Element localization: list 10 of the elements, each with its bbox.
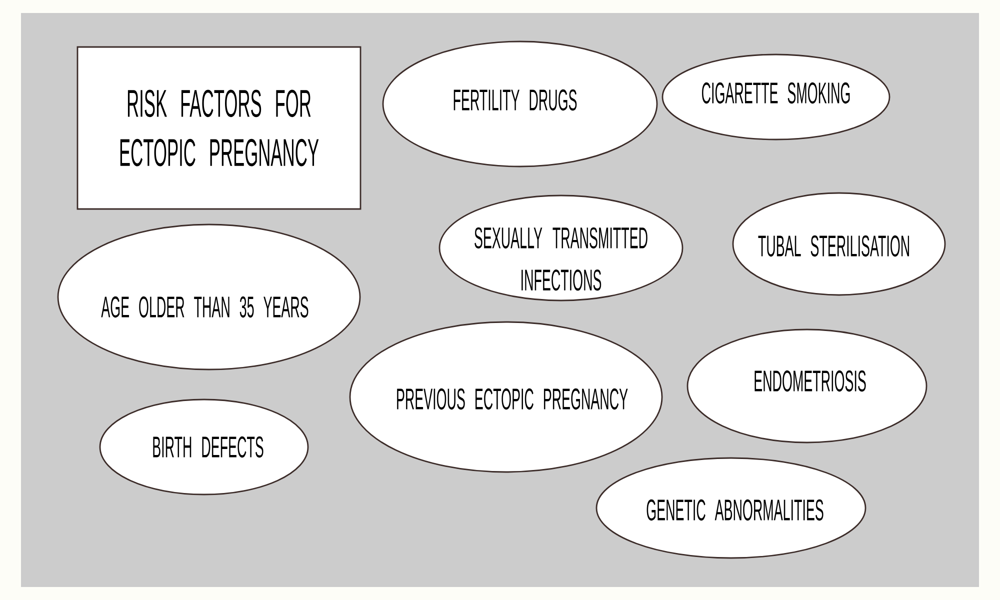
oval: ENDOMETRIOSIS: [686, 328, 928, 444]
oval: PREVIOUS ECTOPIC PREGNANCY: [349, 321, 663, 473]
oval: FERTILITY DRUGS: [382, 40, 658, 168]
oval: GENETIC ABNORMALITIES: [596, 457, 866, 559]
title-box: RISK FACTORS FOR ECTOPIC PREGNANCY: [76, 46, 362, 210]
oval: AGE OLDER THAN 35 YEARS: [57, 224, 361, 370]
oval: TUBAL STERILISATION: [732, 192, 946, 296]
oval: BIRTH DEFECTS: [99, 398, 309, 496]
oval: CIGARETTE SMOKING: [662, 54, 890, 140]
oval: SEXUALLY TRANSMITTED INFECTIONS: [438, 194, 684, 302]
